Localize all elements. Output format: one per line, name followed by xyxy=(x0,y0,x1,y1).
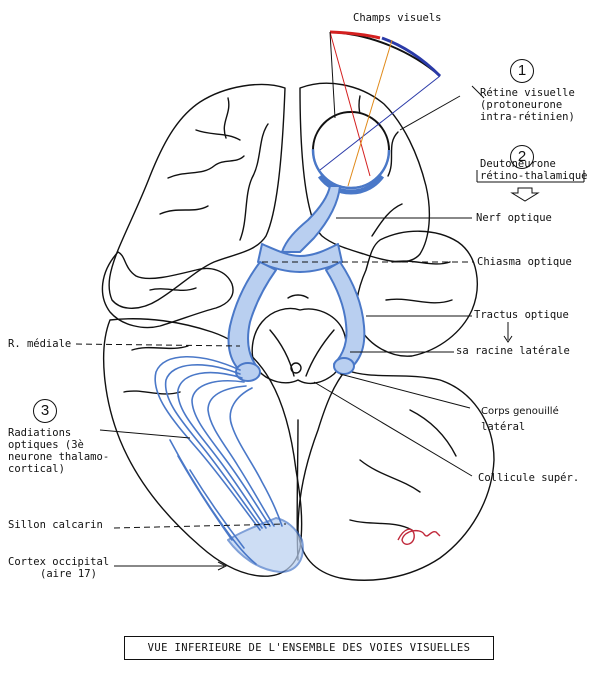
label-retine-line2: (protoneurone xyxy=(480,99,563,111)
label-corps-genouille-line1: Corps genouillé xyxy=(481,406,559,417)
label-racine-laterale: sa racine latérale xyxy=(456,345,570,357)
label-tractus-optique: Tractus optique xyxy=(474,309,569,321)
label-r-mediale: R. médiale xyxy=(8,338,72,350)
label-radiations-line4: cortical) xyxy=(8,463,65,475)
left-lateral-geniculate xyxy=(235,362,261,382)
left-temporal-lobe xyxy=(101,251,234,329)
occipital-cortex-fill xyxy=(227,517,304,573)
label-radiations-line2: optiques (3è xyxy=(8,439,84,451)
label-deuto-line1: Deutoneurone xyxy=(480,158,556,170)
right-hemisphere-occipital xyxy=(297,369,495,581)
label-chiasma-optique: Chiasma optique xyxy=(477,256,572,268)
label-radiations-line3: neurone thalamo- xyxy=(8,451,110,463)
left-optic-tract-path xyxy=(227,261,277,375)
marker-3: 3 xyxy=(33,399,57,423)
label-collicule-superieur: Collicule supér. xyxy=(478,472,580,484)
label-deuto-line2: rétino-thalamique xyxy=(480,170,588,182)
right-lateral-geniculate xyxy=(333,357,355,375)
visual-fields-title: Champs visuels xyxy=(353,12,442,24)
label-corps-genouille-line2: latéral xyxy=(481,421,526,433)
label-nerf-optique: Nerf optique xyxy=(476,212,552,224)
marker-2: 2 xyxy=(510,145,534,169)
signature xyxy=(397,528,441,545)
label-aire-17: (aire 17) xyxy=(40,568,97,580)
label-retine-line3: intra-rétinien) xyxy=(480,111,575,123)
right-temporal-lobe xyxy=(355,230,478,357)
figure-caption: VUE INFERIEURE DE L'ENSEMBLE DES VOIES V… xyxy=(124,636,494,660)
optic-radiations xyxy=(154,355,283,565)
label-retine-line1: Rétine visuelle xyxy=(480,87,575,99)
optic-nerve-path xyxy=(281,185,341,253)
marker-1: 1 xyxy=(510,59,534,83)
label-sillon-calcarin: Sillon calcarin xyxy=(8,519,103,531)
left-frontal-lobe xyxy=(108,83,286,309)
label-radiations-line1: Radiations xyxy=(8,427,72,439)
label-cortex-occipital: Cortex occipital xyxy=(8,556,110,568)
